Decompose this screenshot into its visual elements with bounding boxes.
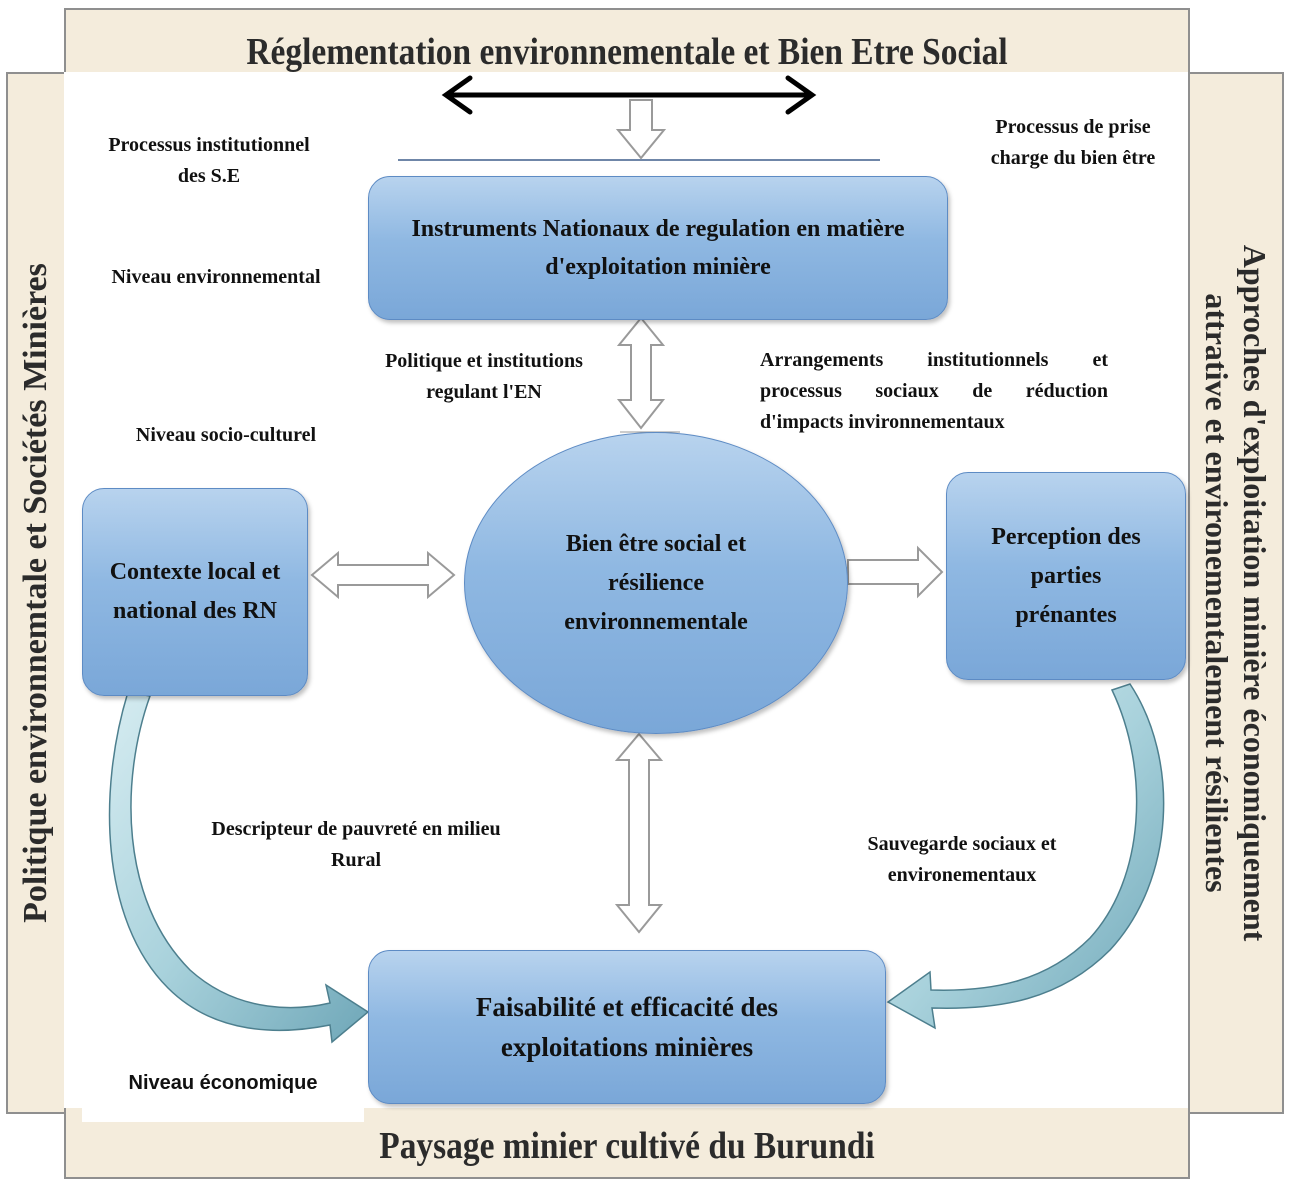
perception-box-text: Perception des parties prénantes — [991, 523, 1141, 628]
down-arrow-top — [615, 99, 667, 160]
frame-left-band: Politique environnemtale et Sociétés Min… — [6, 72, 66, 1114]
perception-box: Perception des parties prénantes — [946, 472, 1186, 680]
contexte-box-text: Contexte local et national des RN — [109, 559, 281, 624]
bien-etre-ellipse: Bien être social et résilience environne… — [464, 432, 848, 734]
curved-arrow-left — [108, 691, 370, 1044]
black-double-arrow — [441, 75, 817, 115]
faisabilite-box-text: Faisabilité et efficacité des exploitati… — [475, 992, 779, 1062]
instruments-box-text: Instruments Nationaux de regulation en m… — [411, 216, 905, 280]
label-niveau-environnemental: Niveau environnemental — [111, 266, 321, 288]
instruments-box: Instruments Nationaux de regulation en m… — [368, 176, 948, 320]
bien-etre-text: Bien être social et résilience environne… — [564, 530, 748, 635]
double-arrow-contexte — [310, 550, 456, 600]
frame-bottom-title: Paysage minier cultivé du Burundi — [379, 1125, 875, 1167]
label-politique-institutions: Politique et institutions regulant l'EN — [385, 350, 583, 403]
label-niveau-socio-culturel: Niveau socio-culturel — [135, 424, 317, 446]
label-descripteur-pauvrete: Descripteur de pauvreté en milieu Rural — [211, 818, 501, 871]
label-arrangements: Arrangements institutionnels et processu… — [760, 349, 1108, 433]
label-sauvegarde: Sauvegarde sociaux et environementaux — [867, 833, 1057, 886]
double-arrow-instruments — [616, 316, 666, 430]
label-processus-institutionnel: Processus institutionnel des S.E — [108, 134, 310, 187]
double-arrow-faisabilite — [614, 732, 664, 934]
contexte-box: Contexte local et national des RN — [82, 488, 308, 696]
frame-right-band: Approches d'exploitation minière économi… — [1188, 72, 1284, 1114]
label-processus-prise-charge: Processus de prise charge du bien être — [990, 116, 1156, 169]
curved-arrow-right — [886, 683, 1165, 1030]
faisabilite-box: Faisabilité et efficacité des exploitati… — [368, 950, 886, 1104]
label-niveau-economique: Niveau économique — [82, 1068, 364, 1122]
right-arrow-perception — [847, 545, 944, 599]
frame-top-title: Réglementation environnementale et Bien … — [246, 31, 1008, 73]
